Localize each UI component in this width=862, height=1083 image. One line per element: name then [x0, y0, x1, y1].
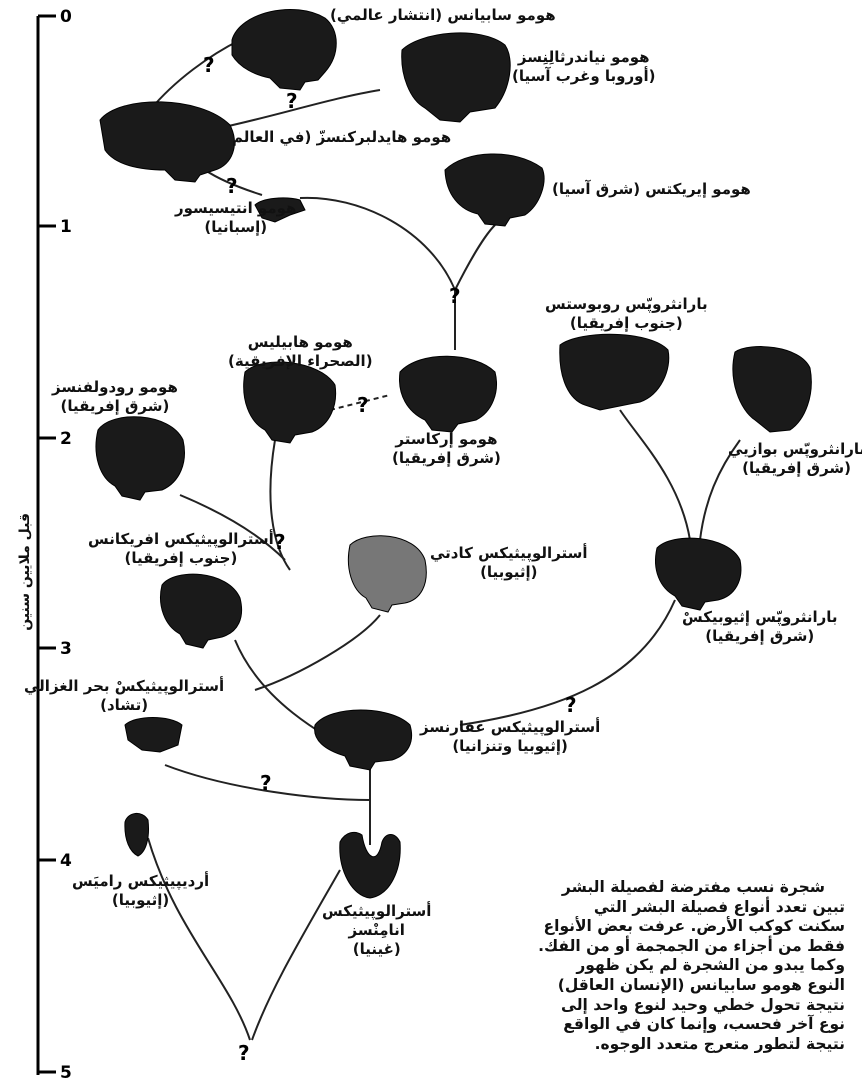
q-neander: ? [286, 89, 298, 113]
line-aeth-robustus [620, 410, 690, 540]
q-root: ? [238, 1041, 250, 1065]
label-aethiopicus-name: بارانثروپّس إثيوبيكسْ [682, 608, 838, 627]
label-habilis-name: هومو هابيليس [228, 333, 373, 352]
label-antecessor: هومو انتيسيسور (إسبانيا) [175, 199, 296, 237]
caption-line: نتيجة لتطور متعرج متعدد الوجوه. [497, 1035, 845, 1055]
label-boisei-region: (شرق إفريقيا) [728, 459, 862, 478]
caption-line: نوع آخر فحسب، وإنما كان في الواقع [497, 1015, 845, 1035]
tick-label-2: 2 [60, 429, 72, 449]
label-habilis-region: (الصحراء الإفريقية) [228, 352, 373, 371]
line-ramidus-root [148, 838, 250, 1040]
label-ramidus: أرديپيثيكس راميَس (إثيوبيا) [72, 872, 209, 910]
label-anamensis-name2: انامِنْسز [322, 921, 431, 940]
label-afarensis-region: (إثيوبيا وتنزانيا) [420, 737, 600, 756]
label-aethiopicus-region: (شرق إفريقيا) [682, 627, 838, 646]
tick-label-1: 1 [60, 217, 72, 237]
caption-line: تبين تعدد أنواع فصيلة البشر التي [497, 898, 845, 918]
label-anamensis: أسترالوپيثيكس انامِنْسز (غينيا) [322, 902, 431, 959]
label-heidelbergensis-name: هومو هايدلبركنسزّ (في العالم [232, 128, 451, 146]
teeth-ramidus [125, 813, 149, 856]
label-garhi-region: (إثيوبيا) [430, 563, 588, 582]
label-boisei-name: بارانثروپّس بوازيي [728, 440, 862, 459]
line-garhi-branch [255, 615, 380, 690]
label-habilis: هومو هابيليس (الصحراء الإفريقية) [228, 333, 373, 371]
label-africanus: أسترالوپيثيكس افريكانس (جنوب إفريقيا) [88, 530, 274, 568]
label-rudolfensis: هومو رودولفنسز (شرق إفريقيا) [52, 378, 178, 416]
label-ergaster-name: هومو إركاستر [392, 430, 501, 449]
label-robustus-region: (جنوب إفريقيا) [545, 314, 708, 333]
skull-garhi [348, 536, 426, 612]
label-antecessor-name: هومو انتيسيسور [175, 199, 296, 218]
label-bahrelghazali-name: أسترالوپيثيكسْ بحر الغزالي [24, 677, 224, 696]
skull-afarensis [315, 710, 412, 770]
skull-heidelbergensis [100, 102, 234, 182]
label-sapiens-name: هومو سابيانس (انتشار عالمي) [330, 6, 556, 24]
line-ergaster-antecessor [300, 198, 455, 290]
label-boisei: بارانثروپّس بوازيي (شرق إفريقيا) [728, 440, 862, 478]
skull-habilis [244, 362, 336, 443]
label-antecessor-region: (إسبانيا) [175, 218, 296, 237]
axis-title: قبل ملايين سنين [17, 513, 33, 623]
label-bahrelghazali-region: (تشاد) [24, 696, 224, 715]
label-rudolfensis-name: هومو رودولفنسز [52, 378, 178, 397]
tick-label-3: 3 [60, 639, 72, 659]
label-erectus: هومو إيريكتس (شرق آسيا) [552, 180, 751, 199]
label-anamensis-name: أسترالوپيثيكس [322, 902, 431, 921]
label-afarensis-name: أسترالوپيثيكس عفارنسز [420, 718, 600, 737]
line-ergaster-erectus [455, 225, 495, 290]
label-ramidus-region: (إثيوبيا) [72, 891, 209, 910]
time-axis [38, 16, 56, 1075]
label-sapiens: هومو سابيانس (انتشار عالمي) [330, 6, 556, 25]
skull-rudolfensis [96, 417, 184, 500]
label-robustus-name: بارانثروپّس روبوستس [545, 295, 708, 314]
skull-aethiopicus [656, 538, 741, 610]
q-bahr: ? [260, 771, 272, 795]
q-aethiopicus: ? [565, 693, 577, 717]
caption-line: فقط من أجزاء من الجمجمة أو من الفك. [497, 937, 845, 957]
tick-labels: 0 1 2 3 4 5 [60, 7, 72, 1083]
label-ergaster-region: (شرق إفريقيا) [392, 449, 501, 468]
skull-neanderthalensis [402, 33, 510, 122]
line-heidel-sapiens [150, 40, 240, 110]
tick-label-5: 5 [60, 1063, 72, 1083]
label-africanus-region: (جنوب إفريقيا) [88, 549, 274, 568]
caption-line: وكما يبدو من الشجرة لم يكن ظهور [497, 956, 845, 976]
q-ergaster: ? [449, 284, 461, 308]
skull-robustus [560, 334, 669, 410]
caption-line: النوع هومو سابيانس (الإنسان العاقل) [497, 976, 845, 996]
tick-label-0: 0 [60, 7, 72, 27]
q-habilis-ergaster: ? [357, 393, 369, 417]
label-africanus-name: أسترالوپيثيكس افريكانس [88, 530, 274, 549]
caption-line: سكنت كوكب الأرض. عرفت بعض الأنواع [497, 917, 845, 937]
label-garhi-name: أسترالوپيثيكس كادتي [430, 544, 588, 563]
label-ramidus-name: أرديپيثيكس راميَس [72, 872, 209, 891]
label-rudolfensis-region: (شرق إفريقيا) [52, 397, 178, 416]
label-erectus-name: هومو إيريكتس (شرق آسيا) [552, 180, 751, 198]
label-robustus: بارانثروپّس روبوستس (جنوب إفريقيا) [545, 295, 708, 333]
skull-ergaster [400, 356, 497, 432]
label-heidelbergensis: هومو هايدلبركنسزّ (في العالم [232, 128, 451, 147]
label-aethiopicus: بارانثروپّس إثيوبيكسْ (شرق إفريقيا) [682, 608, 838, 646]
q-sapiens: ? [203, 53, 215, 77]
skull-boisei [733, 347, 811, 432]
q-antecessor: ? [226, 174, 238, 198]
label-neanderthalensis-name: هومو نياندرثالِنِسز [512, 48, 655, 67]
label-neanderthalensis: هومو نياندرثالِنِسز (أوروبا وغرب آسيا) [512, 48, 655, 86]
label-anamensis-region: (غينيا) [322, 940, 431, 959]
jaw-bahrelghazali [125, 718, 182, 753]
label-bahrelghazali: أسترالوپيثيكسْ بحر الغزالي (تشاد) [24, 677, 224, 715]
skull-africanus [161, 574, 242, 648]
skull-sapiens [232, 9, 336, 90]
q-africanus: ? [274, 530, 286, 554]
tick-label-4: 4 [60, 851, 72, 871]
caption: شجرة نسب مفترضة لفصيلة البشر تبين تعدد أ… [497, 878, 845, 1054]
skull-erectus [445, 154, 544, 226]
caption-line: نتيجة تحول خطي وحيد لنوع واحد إلى [497, 996, 845, 1016]
caption-line: شجرة نسب مفترضة لفصيلة البشر [497, 878, 845, 898]
label-garhi: أسترالوپيثيكس كادتي (إثيوبيا) [430, 544, 588, 582]
label-ergaster: هومو إركاستر (شرق إفريقيا) [392, 430, 501, 468]
label-neanderthalensis-region: (أوروبا وغرب آسيا) [512, 67, 655, 86]
label-afarensis: أسترالوپيثيكس عفارنسز (إثيوبيا وتنزانيا) [420, 718, 600, 756]
